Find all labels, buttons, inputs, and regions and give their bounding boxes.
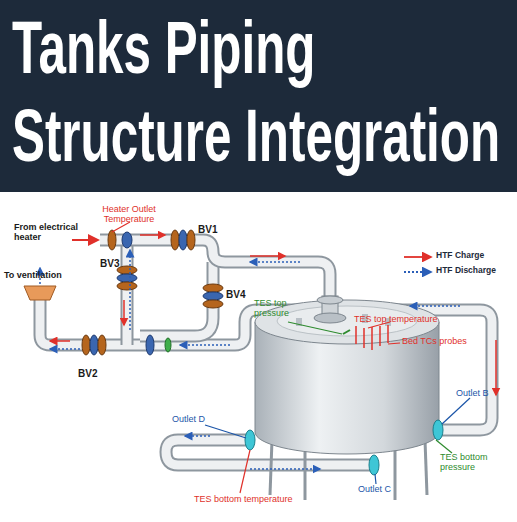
art-line xyxy=(185,435,210,437)
art-line xyxy=(410,305,460,307)
art-ellipse xyxy=(203,300,223,308)
art-ellipse xyxy=(146,335,154,355)
callout-label: From electrical heater xyxy=(14,222,84,243)
art-line xyxy=(304,448,307,500)
callout-label: To ventilation xyxy=(4,270,94,280)
art-use xyxy=(140,262,213,336)
art-ellipse xyxy=(82,335,90,355)
art-ellipse xyxy=(122,232,132,248)
art-ellipse xyxy=(108,230,116,250)
art-line xyxy=(250,468,320,470)
art-line xyxy=(205,425,246,438)
art-line xyxy=(50,348,80,350)
art-line xyxy=(250,255,285,257)
callout-label: Heater Outlet Temperature xyxy=(98,204,160,225)
art-use xyxy=(100,240,330,300)
outlet-flanges xyxy=(245,420,443,475)
tc-probes xyxy=(356,325,388,350)
callout-label: TES bottom temperature xyxy=(194,494,334,504)
art-ellipse xyxy=(98,335,106,355)
flow-arrows xyxy=(50,235,496,469)
art-line xyxy=(371,327,373,350)
art-line xyxy=(270,440,272,495)
art-line xyxy=(388,343,400,344)
art-line xyxy=(394,448,397,500)
callout-label: Bed TCs probes xyxy=(402,336,502,346)
art-ellipse xyxy=(165,338,171,352)
art-ellipse xyxy=(433,420,443,440)
art-line xyxy=(250,261,300,263)
art-line xyxy=(363,328,365,348)
art-ellipse xyxy=(117,282,137,290)
art-use xyxy=(123,240,132,345)
title-text: Tanks Piping Structure Integration xyxy=(12,4,517,180)
art-line xyxy=(387,325,389,343)
art-ellipse xyxy=(203,292,223,300)
leader-lines xyxy=(112,222,470,493)
valves xyxy=(82,230,223,355)
callout-label: BV1 xyxy=(198,224,228,236)
art-use xyxy=(140,262,213,336)
callout-label: BV2 xyxy=(78,368,108,380)
legend-text: HTF Charge xyxy=(436,251,516,261)
callout-label: BV3 xyxy=(100,258,130,270)
callout-label: Outlet B xyxy=(456,388,512,398)
callout-label: TES top temperature xyxy=(354,314,474,324)
art-path xyxy=(343,330,350,334)
callout-label: Outlet C xyxy=(358,484,414,494)
art-line xyxy=(129,250,131,330)
art-use xyxy=(121,240,134,345)
art-line xyxy=(375,474,376,484)
art-line xyxy=(404,271,431,273)
art-ellipse xyxy=(171,230,179,250)
art-ellipse xyxy=(90,335,98,355)
art-line xyxy=(404,256,431,258)
art-ellipse xyxy=(117,266,137,274)
art-ellipse xyxy=(203,284,223,292)
art-line xyxy=(436,440,452,453)
legend-samples xyxy=(404,257,431,272)
art-line xyxy=(379,326,381,346)
art-line xyxy=(140,234,165,236)
art-line xyxy=(355,326,357,344)
art-line xyxy=(50,340,70,342)
art-use xyxy=(100,240,330,300)
art-line xyxy=(495,340,497,395)
vent-funnel xyxy=(24,286,56,300)
art-line xyxy=(123,300,125,325)
art-ellipse xyxy=(245,430,255,450)
art-ellipse xyxy=(314,313,346,323)
art-line xyxy=(425,440,427,495)
art-ellipse xyxy=(317,296,343,304)
art-line xyxy=(288,322,342,334)
callout-label: BV4 xyxy=(226,289,256,301)
art-line xyxy=(240,450,250,493)
art-ellipse xyxy=(369,455,379,475)
art-line xyxy=(180,344,230,346)
callout-label: TES top pressure xyxy=(254,298,300,319)
art-ellipse xyxy=(179,230,187,250)
art-line xyxy=(442,398,470,424)
pipes xyxy=(40,240,492,465)
art-line xyxy=(72,239,98,241)
legend-text: HTF Discharge xyxy=(436,266,516,276)
callout-label: Outlet D xyxy=(172,414,228,424)
art-ellipse xyxy=(187,230,195,250)
callout-label: TES bottom pressure xyxy=(440,452,498,473)
art-ellipse xyxy=(117,274,137,282)
